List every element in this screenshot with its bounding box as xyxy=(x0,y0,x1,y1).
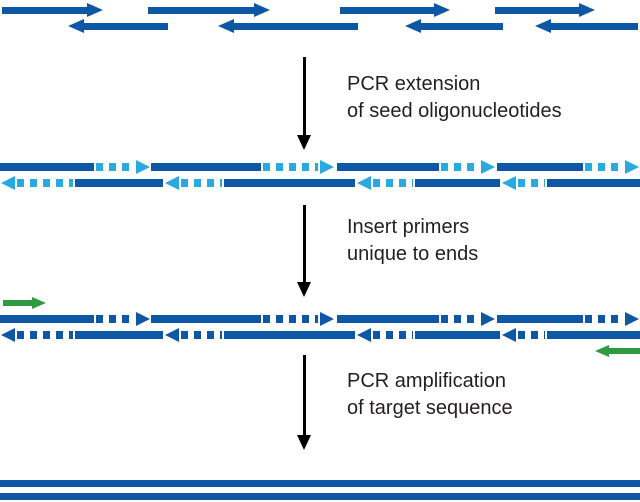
extended-strand-top-arrowhead-right xyxy=(136,159,150,174)
extended-strand-top-solid-segment xyxy=(0,163,94,171)
primed-strand-top-dashed-segment xyxy=(263,315,318,323)
final-product-strand xyxy=(0,480,640,487)
end-primer-arrow-shaft xyxy=(3,300,34,306)
step-label-insert-primers: Insert primers unique to ends xyxy=(347,214,478,268)
seed-oligo-arrow-right-head xyxy=(87,2,103,17)
seed-oligo-arrow-left-shaft xyxy=(549,22,638,30)
extended-strand-bottom-dashed-segment xyxy=(17,179,73,187)
primed-strand-bottom-arrowhead-left xyxy=(1,327,15,342)
primed-strand-top-dashed-segment xyxy=(96,315,134,323)
seed-oligo-arrow-right-shaft xyxy=(148,6,256,14)
end-primer-arrow-shaft xyxy=(607,348,640,354)
step-label-line: Insert primers xyxy=(347,216,470,238)
process-arrow-down-shaft xyxy=(302,205,306,282)
end-primer-arrow-head xyxy=(595,344,609,357)
extended-strand-bottom-solid-segment xyxy=(547,179,640,187)
primed-strand-bottom-arrowhead-left xyxy=(165,327,179,342)
primed-strand-top-arrowhead-right xyxy=(481,311,495,326)
primed-strand-bottom-dashed-segment xyxy=(518,331,545,339)
seed-oligo-arrow-right-shaft xyxy=(340,6,436,14)
process-arrow-down-head xyxy=(297,282,311,297)
extended-strand-bottom-arrowhead-left xyxy=(1,175,15,190)
seed-oligo-arrow-right-head xyxy=(434,2,450,17)
extended-strand-top-dashed-segment xyxy=(263,163,318,171)
step-label-line: PCR extension xyxy=(347,73,481,95)
extended-strand-bottom-dashed-segment xyxy=(373,179,413,187)
primed-strand-bottom-solid-segment xyxy=(224,331,355,339)
primed-strand-bottom-solid-segment xyxy=(547,331,640,339)
seed-oligo-arrow-right-head xyxy=(254,2,270,17)
step-label-line: PCR amplification xyxy=(347,370,506,392)
primed-strand-bottom-dashed-segment xyxy=(373,331,413,339)
primed-strand-bottom-solid-segment xyxy=(75,331,163,339)
primed-strand-bottom-dashed-segment xyxy=(181,331,222,339)
final-product-strand xyxy=(0,493,640,500)
primed-strand-top-solid-segment xyxy=(151,315,261,323)
primed-strand-bottom-arrowhead-left xyxy=(502,327,516,342)
seed-oligo-arrow-left-shaft xyxy=(82,22,168,30)
process-arrow-down-head xyxy=(297,435,311,450)
process-arrow-down-shaft xyxy=(302,57,306,135)
seed-oligo-arrow-left-shaft xyxy=(419,22,503,30)
seed-oligo-arrow-right-shaft xyxy=(2,6,89,14)
extended-strand-top-dashed-segment xyxy=(96,163,134,171)
step-label-pcr-extension: PCR extension of seed oligonucleotides xyxy=(347,71,562,125)
extended-strand-bottom-arrowhead-left xyxy=(165,175,179,190)
primed-strand-top-arrowhead-right xyxy=(320,311,334,326)
extended-strand-bottom-dashed-segment xyxy=(518,179,545,187)
primed-strand-top-arrowhead-right xyxy=(625,311,639,326)
primed-strand-bottom-solid-segment xyxy=(415,331,500,339)
step-label-line: of seed oligonucleotides xyxy=(347,100,562,122)
seed-oligo-arrow-right-head xyxy=(579,2,595,17)
extended-strand-top-arrowhead-right xyxy=(481,159,495,174)
seed-oligo-arrow-left-head xyxy=(405,18,421,33)
extended-strand-bottom-dashed-segment xyxy=(181,179,222,187)
step-label-pcr-amplification: PCR amplification of target sequence xyxy=(347,368,513,422)
seed-oligo-arrow-left-head xyxy=(218,18,234,33)
primed-strand-top-solid-segment xyxy=(0,315,94,323)
seed-oligo-arrow-left-shaft xyxy=(232,22,358,30)
seed-oligo-arrow-left-head xyxy=(535,18,551,33)
extended-strand-top-dashed-segment xyxy=(441,163,479,171)
primed-strand-top-dashed-segment xyxy=(585,315,622,323)
extended-strand-bottom-solid-segment xyxy=(224,179,355,187)
seed-oligo-arrow-right-shaft xyxy=(495,6,581,14)
extended-strand-top-arrowhead-right xyxy=(625,159,639,174)
process-arrow-down-shaft xyxy=(302,355,306,435)
extended-strand-bottom-solid-segment xyxy=(415,179,500,187)
extended-strand-bottom-arrowhead-left xyxy=(502,175,516,190)
extended-strand-bottom-arrowhead-left xyxy=(357,175,371,190)
step-label-line: unique to ends xyxy=(347,243,479,265)
primed-strand-top-dashed-segment xyxy=(441,315,479,323)
process-arrow-down-head xyxy=(297,135,311,150)
primed-strand-top-arrowhead-right xyxy=(136,311,150,326)
extended-strand-top-solid-segment xyxy=(497,163,583,171)
extended-strand-bottom-solid-segment xyxy=(75,179,163,187)
primed-strand-bottom-arrowhead-left xyxy=(357,327,371,342)
primed-strand-bottom-dashed-segment xyxy=(17,331,73,339)
primed-strand-top-solid-segment xyxy=(337,315,439,323)
step-label-line: of target sequence xyxy=(347,397,513,419)
extended-strand-top-solid-segment xyxy=(151,163,261,171)
seed-oligo-arrow-left-head xyxy=(68,18,84,33)
extended-strand-top-arrowhead-right xyxy=(320,159,334,174)
extended-strand-top-solid-segment xyxy=(337,163,439,171)
end-primer-arrow-head xyxy=(32,296,46,309)
extended-strand-top-dashed-segment xyxy=(585,163,622,171)
primed-strand-top-solid-segment xyxy=(497,315,583,323)
